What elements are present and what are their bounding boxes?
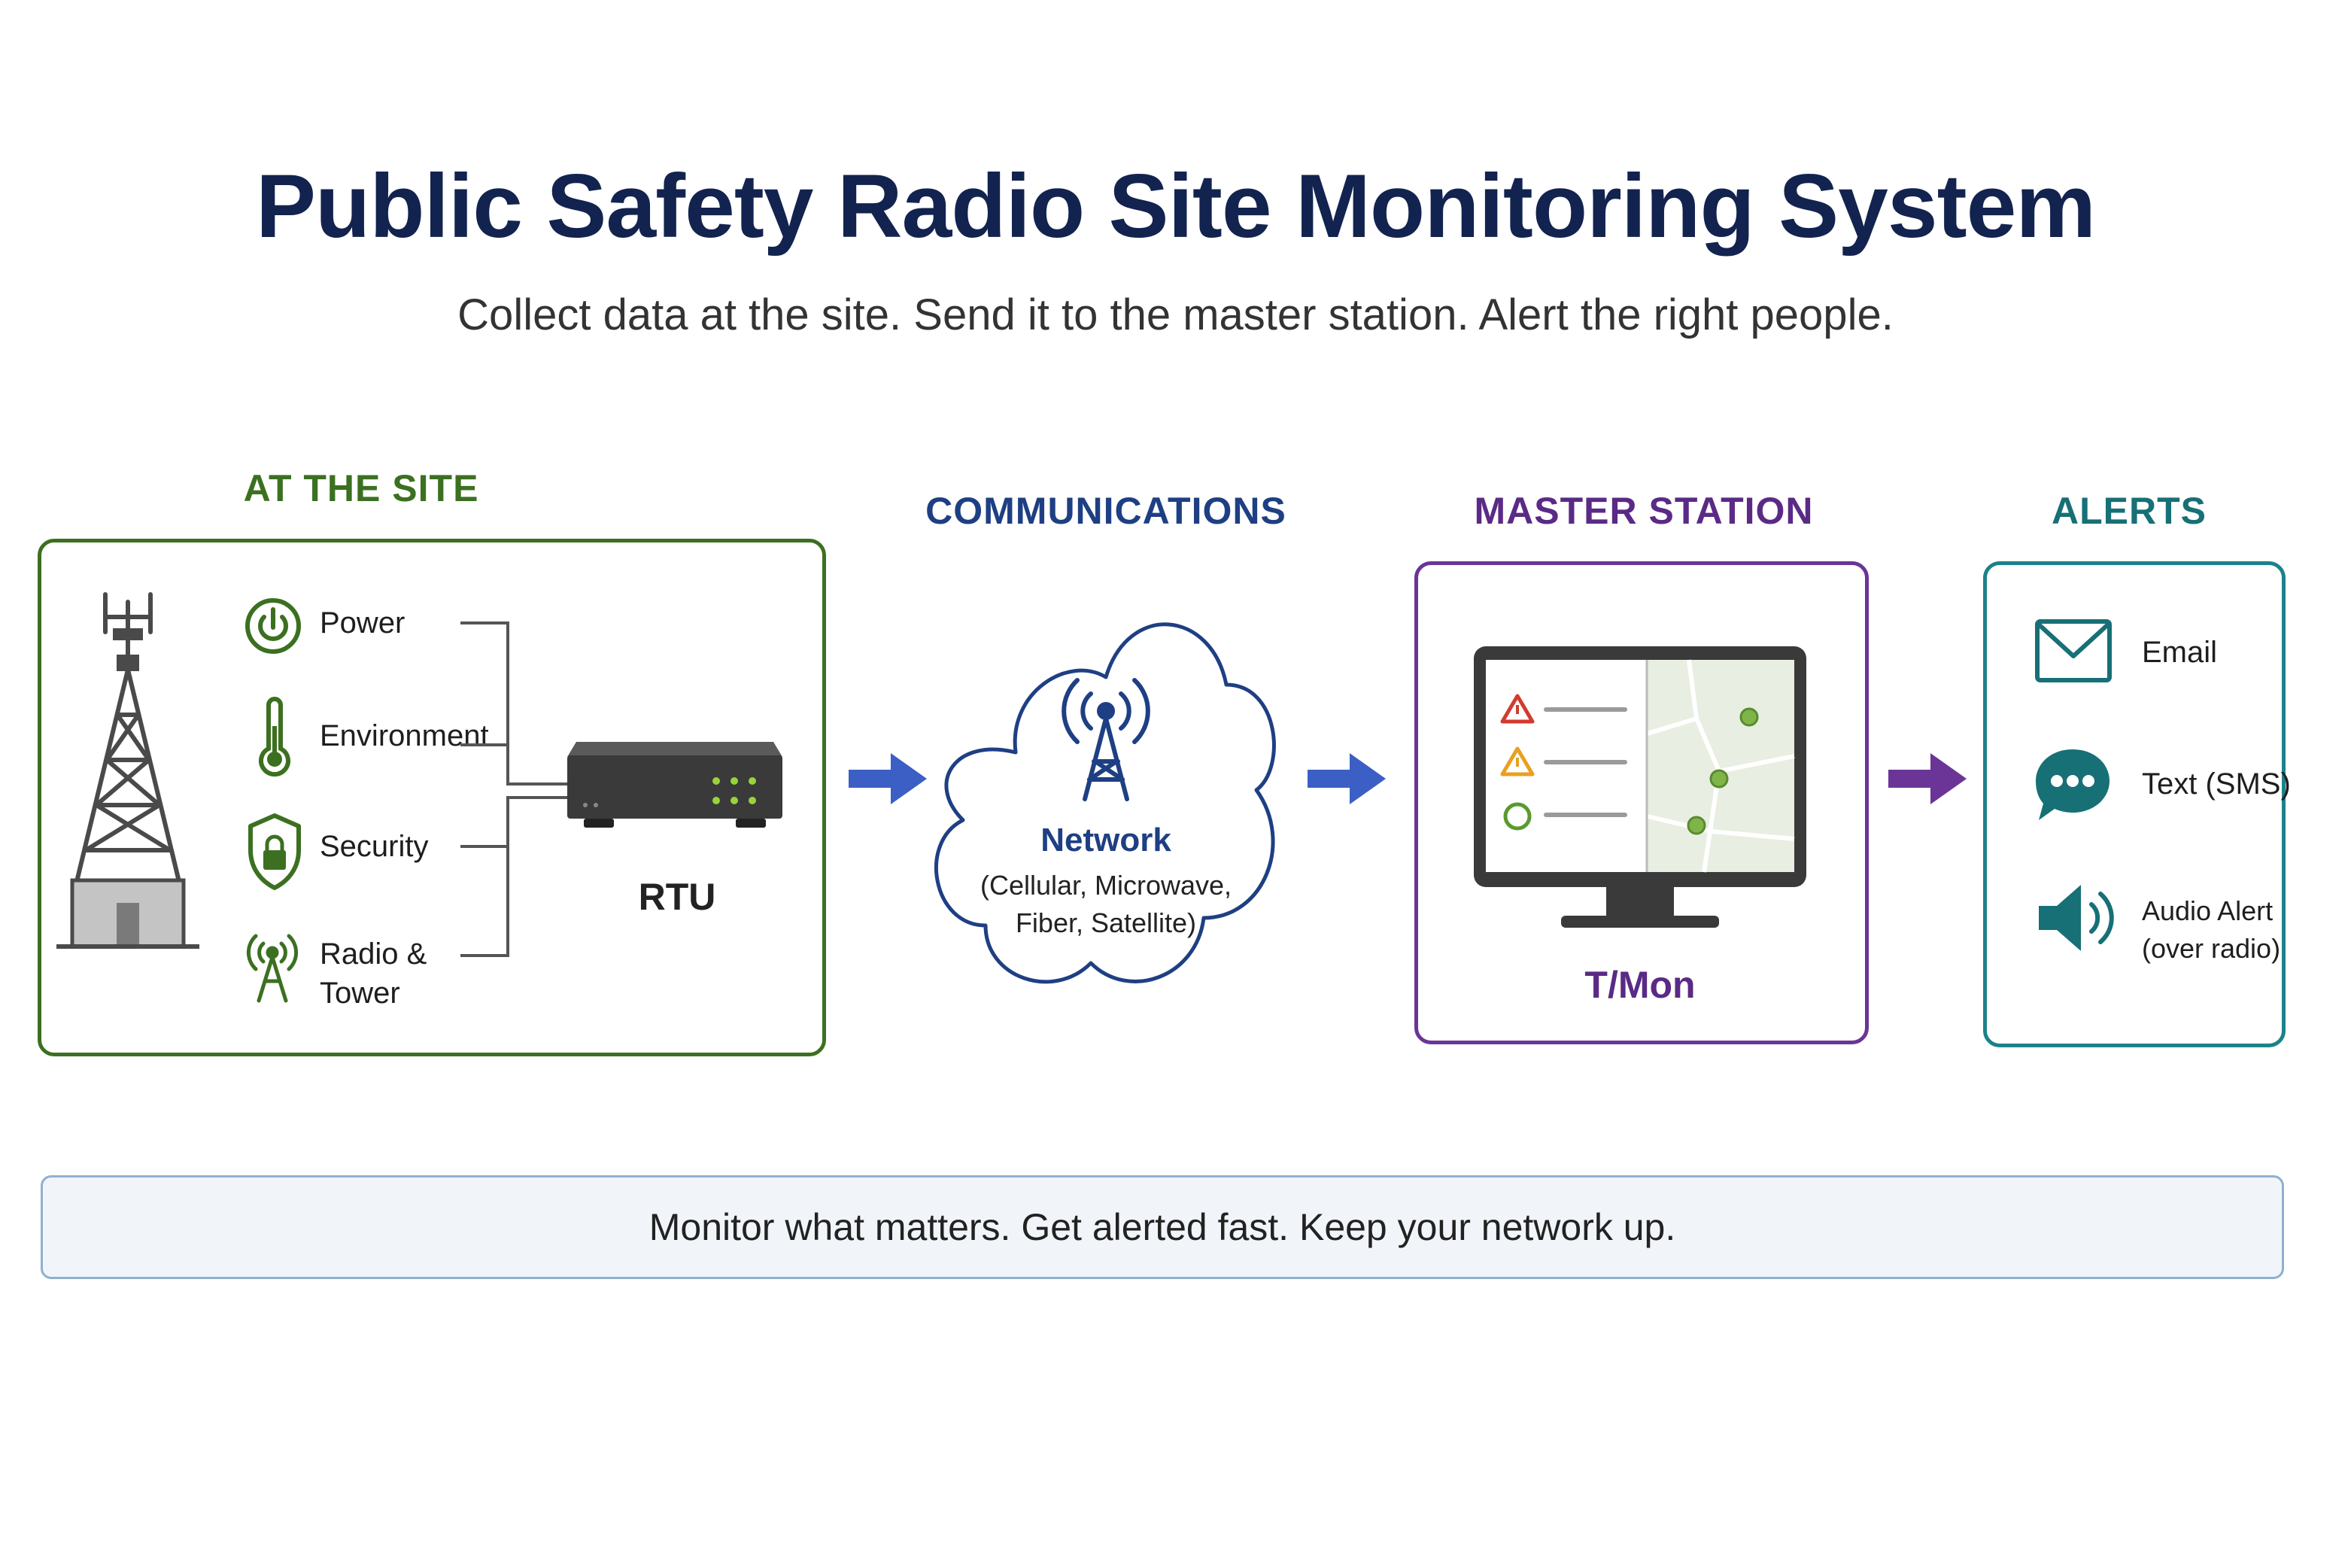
thermometer-icon — [259, 697, 290, 777]
alert-sms-label: Text (SMS) — [2142, 767, 2291, 801]
site-input-security-label: Security — [320, 830, 429, 863]
alert-audio-label-line1: Audio Alert — [2142, 895, 2274, 926]
alerts-heading: ALERTS — [2052, 490, 2207, 532]
alert-audio-label: Audio Alert (over radio) — [2142, 892, 2280, 968]
site-input-power-label: Power — [320, 606, 406, 640]
master-station-panel — [1414, 561, 1869, 1044]
radio-tower-icon — [246, 934, 299, 1003]
master-station-heading: MASTER STATION — [1474, 490, 1814, 532]
arrow-right-icon — [1888, 753, 1967, 804]
lattice-tower-icon — [56, 592, 199, 949]
site-input-environment-label: Environment — [320, 719, 489, 752]
shield-lock-icon — [248, 813, 301, 890]
page-subtitle: Collect data at the site. Send it to the… — [457, 290, 1894, 339]
arrow-right-icon — [1308, 753, 1386, 804]
master-station-label: T/Mon — [1584, 964, 1696, 1006]
alert-email-label: Email — [2142, 636, 2218, 669]
network-cloud-icon — [934, 622, 1276, 984]
arrow-right-icon — [849, 753, 927, 804]
radio-tower-label-line1: Radio & — [320, 937, 427, 971]
site-input-radio-tower-label: Radio & Tower — [320, 934, 427, 1013]
rtu-label: RTU — [638, 876, 716, 918]
chat-bubble-icon — [2036, 749, 2110, 820]
network-label: Network — [1040, 822, 1171, 858]
speaker-icon — [2039, 885, 2114, 951]
email-icon — [2035, 619, 2112, 682]
site-heading: AT THE SITE — [243, 467, 479, 509]
network-detail-line1: (Cellular, Microwave, — [980, 870, 1232, 901]
tagline-banner: Monitor what matters. Get alerted fast. … — [41, 1175, 2284, 1279]
rtu-device-icon — [567, 742, 782, 828]
alert-audio-label-line2: (over radio) — [2142, 933, 2281, 964]
network-detail: (Cellular, Microwave, Fiber, Satellite) — [955, 867, 1256, 942]
radio-tower-label-line2: Tower — [320, 977, 400, 1010]
page-title: Public Safety Radio Site Monitoring Syst… — [255, 156, 2096, 257]
alerts-panel — [1983, 561, 2286, 1047]
monitor-icon — [1474, 646, 1806, 928]
power-icon — [245, 598, 301, 654]
communications-heading: COMMUNICATIONS — [925, 490, 1286, 532]
network-detail-line2: Fiber, Satellite) — [1015, 907, 1197, 938]
site-panel — [38, 539, 826, 1056]
